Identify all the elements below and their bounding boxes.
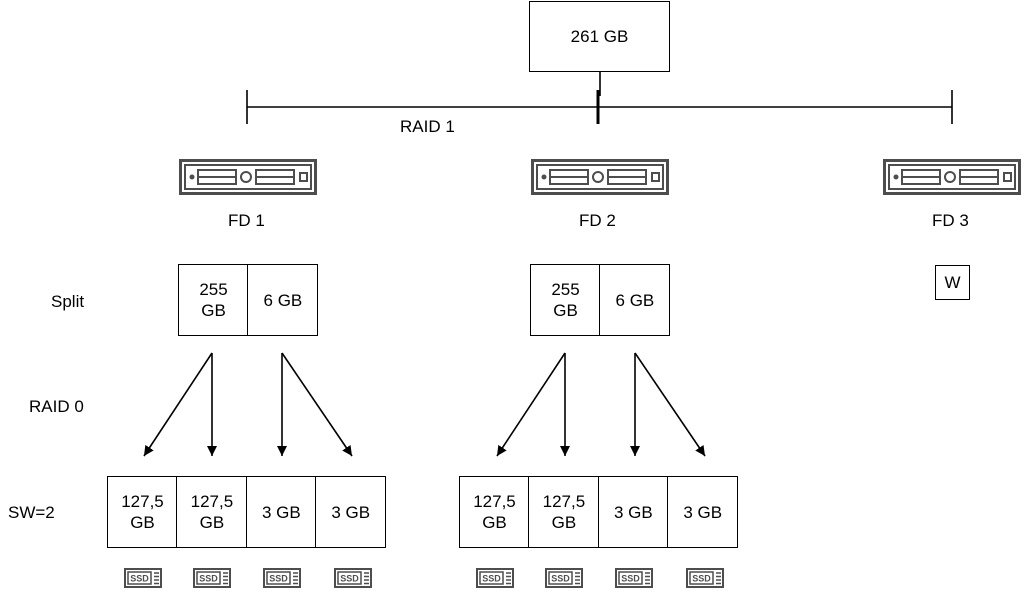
ssd-icon-text: SSD — [551, 574, 570, 584]
stripe-cell: 3 GB — [667, 476, 739, 548]
stripe-cell: 127,5 GB — [107, 476, 178, 548]
ssd-icon: SSD — [263, 568, 301, 588]
ssd-icon: SSD — [334, 568, 372, 588]
arrow — [634, 352, 706, 457]
stripe-cell-label: 3 GB — [261, 502, 301, 522]
fd2-raid0-arrows — [496, 352, 706, 457]
stripe-cell: 127,5 GB — [176, 476, 248, 548]
stripe-cell-label: 3 GB — [613, 502, 653, 522]
ssd-icon: SSD — [476, 568, 514, 588]
stripe-cell-label: 3 GB — [331, 502, 371, 522]
split-cell: 255 GB — [530, 264, 601, 336]
split-cell: 255 GB — [178, 264, 249, 336]
stripe-cell: 127,5 GB — [528, 476, 600, 548]
ssd-icon: SSD — [124, 568, 162, 588]
total-capacity-box: 261 GB — [529, 1, 670, 72]
fd2-label: FD 2 — [579, 211, 616, 230]
rack-server-icon — [531, 159, 669, 195]
split-cell-label: 255 GB — [551, 280, 580, 320]
ssd-icon-text: SSD — [621, 574, 640, 584]
split-cell-label: 255 GB — [199, 280, 228, 320]
stripe-cell: 3 GB — [315, 476, 387, 548]
stripe-cell-label: 127,5 GB — [542, 492, 586, 532]
ssd-icon-text: SSD — [482, 574, 501, 584]
fd1-label: FD 1 — [228, 211, 265, 230]
witness-box: W — [935, 265, 970, 300]
split-cell-label: 6 GB — [263, 290, 303, 310]
ssd-icon-text: SSD — [269, 574, 288, 584]
stripe-cell: 3 GB — [245, 476, 317, 548]
fd2-stripe-group: 127,5 GB 127,5 GB 3 GB 3 GB — [459, 476, 739, 548]
arrow — [281, 352, 353, 457]
fd1-raid0-arrows — [143, 352, 353, 457]
ssd-icon: SSD — [615, 568, 653, 588]
stripe-cell-label: 3 GB — [683, 502, 723, 522]
rack-server-icon — [883, 159, 1021, 195]
split-cell-label: 6 GB — [615, 290, 655, 310]
stripe-cell-label: 127,5 GB — [121, 492, 164, 532]
ssd-icon: SSD — [686, 568, 724, 588]
stripe-cell: 3 GB — [597, 476, 669, 548]
arrow — [496, 352, 566, 457]
arrow — [143, 352, 213, 457]
witness-label: W — [944, 273, 961, 292]
stripe-cell-label: 127,5 GB — [473, 492, 516, 532]
total-capacity-label: 261 GB — [570, 27, 629, 46]
ssd-icon-text: SSD — [199, 574, 218, 584]
sw-row-label: SW=2 — [8, 503, 55, 522]
rack-server-icon — [179, 159, 317, 195]
fd1-stripe-group: 127,5 GB 127,5 GB 3 GB 3 GB — [107, 476, 387, 548]
fd1-split-group: 255 GB 6 GB — [178, 264, 319, 336]
ssd-icon-text: SSD — [130, 574, 149, 584]
stripe-cell: 127,5 GB — [459, 476, 530, 548]
fd2-split-group: 255 GB 6 GB — [530, 264, 671, 336]
split-cell: 6 GB — [247, 264, 319, 336]
fd3-label: FD 3 — [932, 211, 969, 230]
split-cell: 6 GB — [599, 264, 671, 336]
ssd-icon: SSD — [545, 568, 583, 588]
split-row-label: Split — [51, 292, 85, 311]
raid0-row-label: RAID 0 — [29, 397, 84, 416]
ssd-icon-text: SSD — [692, 574, 711, 584]
ssd-icon: SSD — [193, 568, 231, 588]
ssd-icon-text: SSD — [340, 574, 359, 584]
stripe-cell-label: 127,5 GB — [190, 492, 234, 532]
raid1-label: RAID 1 — [400, 117, 455, 136]
